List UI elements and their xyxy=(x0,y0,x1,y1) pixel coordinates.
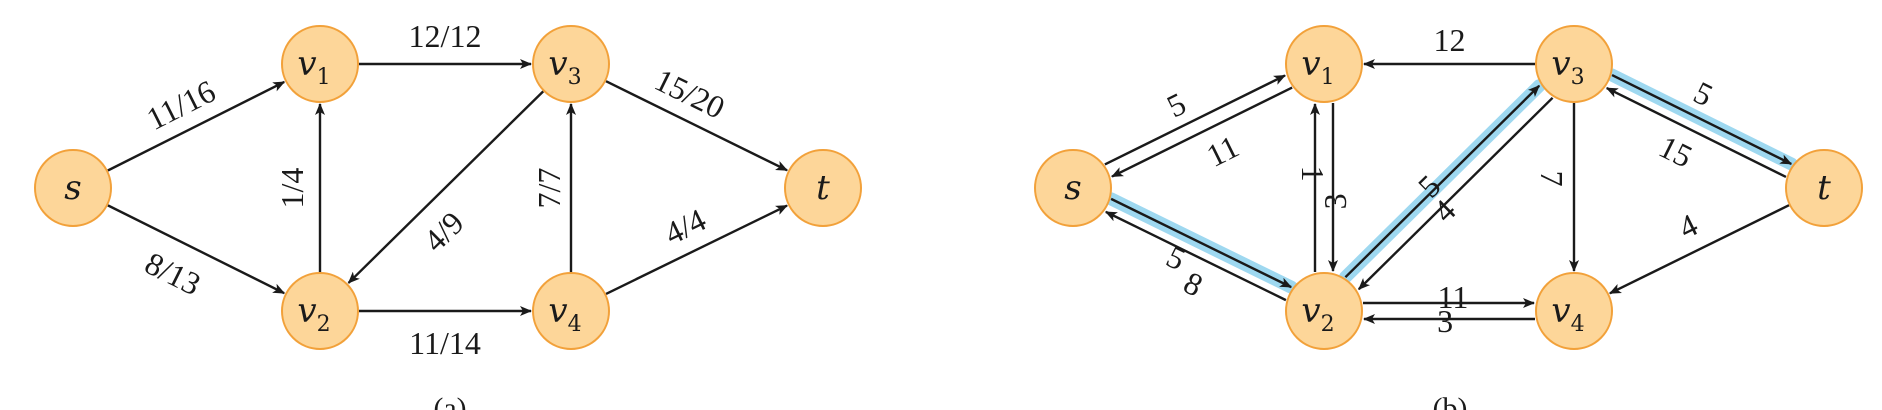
edge-label-v4-v2: 11 xyxy=(1438,279,1469,315)
edge-label-v2-v1: 3 xyxy=(1317,193,1353,209)
node-label-s: s xyxy=(64,168,81,208)
node-circle-s xyxy=(1034,149,1112,227)
node-circle-v4 xyxy=(532,272,610,350)
node-circle-s xyxy=(34,149,112,227)
edge-v3-v2 xyxy=(1357,96,1554,291)
node-label-sub-v3: 3 xyxy=(568,65,582,90)
edge-label-v3-t: 15/20 xyxy=(649,61,730,125)
node-label-v2: v2 xyxy=(1301,291,1334,337)
edge-label-v1-s: 11 xyxy=(1201,128,1245,174)
node-label-main-v3: v xyxy=(548,44,567,84)
node-v1: v1 xyxy=(1285,25,1363,103)
node-label-sub-v1: 1 xyxy=(1321,65,1335,90)
edge-s-v2 xyxy=(1110,197,1293,289)
panel-caption-figure_b: (b) xyxy=(1433,392,1468,410)
node-circle-v1 xyxy=(1285,25,1363,103)
node-label-main-t: t xyxy=(816,168,830,208)
edge-label-t-v3: 15 xyxy=(1653,128,1698,174)
node-label-main-t: t xyxy=(1817,168,1831,208)
panel-caption-figure_a: (a) xyxy=(433,392,466,410)
node-label-main-v2: v xyxy=(297,291,316,331)
edge-s-v1 xyxy=(1104,74,1286,166)
node-v1: v1 xyxy=(281,25,359,103)
node-label-main-s: s xyxy=(64,168,81,208)
node-circle-v3 xyxy=(1535,25,1613,103)
edge-v3-v2 xyxy=(347,90,545,284)
edge-v3-t xyxy=(1611,73,1793,166)
edge-s-v2 xyxy=(107,204,286,295)
node-label-v2: v2 xyxy=(297,291,330,337)
node-label-v1: v1 xyxy=(297,44,330,90)
edge-label-v3-t: 5 xyxy=(1688,74,1718,113)
node-v2: v2 xyxy=(281,272,359,350)
edge-label-s-v1: 5 xyxy=(1161,85,1191,124)
node-label-sub-v2: 2 xyxy=(317,312,331,337)
edge-v2-s xyxy=(1104,210,1287,302)
edge-t-v3 xyxy=(1605,86,1787,179)
node-circle-t xyxy=(784,149,862,227)
node-s: s xyxy=(34,149,112,227)
node-label-sub-v1: 1 xyxy=(317,65,331,90)
node-t: t xyxy=(1785,149,1863,227)
node-label-t: t xyxy=(816,168,830,208)
node-label-main-v2: v xyxy=(1301,291,1320,331)
flow-network-panel-a: sv1v2v3v4t11/168/131/412/124/911/147/715… xyxy=(34,18,862,361)
node-v3: v3 xyxy=(532,25,610,103)
node-circle-v1 xyxy=(281,25,359,103)
node-label-main-s: s xyxy=(1064,168,1081,208)
node-label-t: t xyxy=(1817,168,1831,208)
node-label-sub-v4: 4 xyxy=(1571,312,1585,337)
edge-label-v3-v2: 4/9 xyxy=(416,204,470,258)
node-circle-v3 xyxy=(532,25,610,103)
node-circle-v2 xyxy=(1285,272,1363,350)
edge-v1-s xyxy=(1111,86,1293,178)
edge-label-v4-t: 4/4 xyxy=(659,201,712,251)
edge-v2-v3 xyxy=(1344,84,1541,279)
node-v3: v3 xyxy=(1535,25,1613,103)
edge-v4-t xyxy=(605,204,788,295)
edge-s-v1 xyxy=(107,80,286,172)
edge-label-v2-v4: 3 xyxy=(1437,303,1453,339)
edge-label-s-v1: 11/16 xyxy=(141,73,221,137)
node-label-main-v4: v xyxy=(548,291,567,331)
node-circle-v4 xyxy=(1535,272,1613,350)
node-label-main-v1: v xyxy=(1301,44,1320,84)
edge-label-v2-v1: 1/4 xyxy=(274,168,310,209)
node-t: t xyxy=(784,149,862,227)
node-label-main-v4: v xyxy=(1551,291,1570,331)
edge-label-s-v2: 5 xyxy=(1161,238,1191,277)
node-label-v1: v1 xyxy=(1301,44,1334,90)
edge-label-v1-v3: 12/12 xyxy=(409,18,482,54)
node-s: s xyxy=(1034,149,1112,227)
node-label-main-v3: v xyxy=(1551,44,1570,84)
node-label-v4: v4 xyxy=(1551,291,1584,337)
node-label-v4: v4 xyxy=(548,291,581,337)
node-v2: v2 xyxy=(1285,272,1363,350)
node-label-sub-v4: 4 xyxy=(568,312,582,337)
node-label-v3: v3 xyxy=(1551,44,1584,90)
edge-label-v3-v1: 12 xyxy=(1434,22,1466,58)
edge-v3-t xyxy=(605,80,789,172)
edge-label-v1-v2: 1 xyxy=(1295,166,1331,182)
edge-label-v3-v4: 7 xyxy=(1534,171,1570,187)
node-label-s: s xyxy=(1064,168,1081,208)
node-label-sub-v3: 3 xyxy=(1571,65,1585,90)
node-circle-v2 xyxy=(281,272,359,350)
node-label-main-v1: v xyxy=(297,44,316,84)
edge-t-v4 xyxy=(1608,204,1790,295)
edge-label-v2-v4: 11/14 xyxy=(409,325,481,361)
edge-label-v4-v3: 7/7 xyxy=(531,168,567,209)
node-label-sub-v2: 2 xyxy=(1321,312,1335,337)
edge-label-s-v2: 8/13 xyxy=(139,245,206,303)
node-label-v3: v3 xyxy=(548,44,581,90)
edge-label-v2-s: 8 xyxy=(1178,264,1208,303)
node-v4: v4 xyxy=(1535,272,1613,350)
node-v4: v4 xyxy=(532,272,610,350)
edge-label-t-v4: 4 xyxy=(1673,206,1703,245)
node-circle-t xyxy=(1785,149,1863,227)
